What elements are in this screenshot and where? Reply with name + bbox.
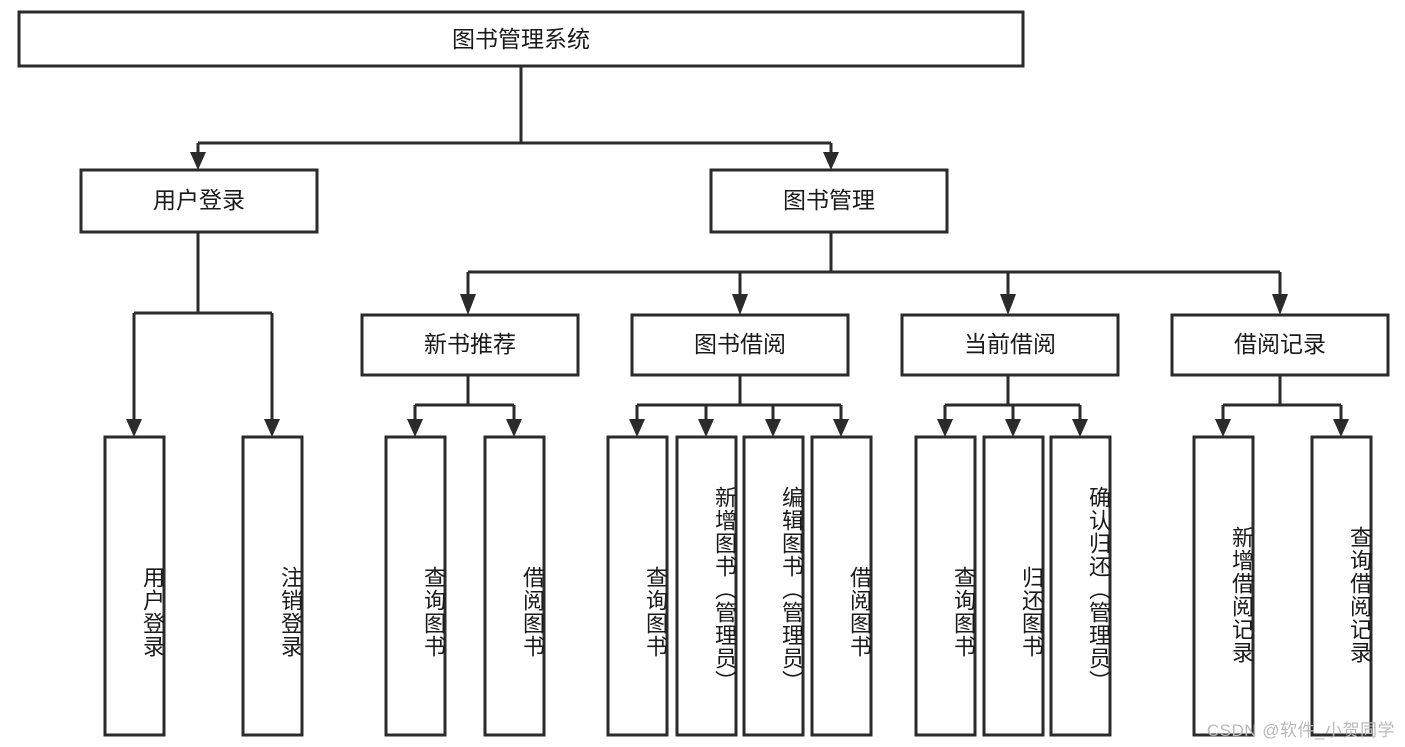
node-root[interactable] [17, 10, 1025, 68]
node-current-borrow[interactable] [900, 313, 1120, 377]
arrow-to-leaf-confirm-return [1072, 419, 1088, 437]
arrow-to-leaf-borrow-book-2 [833, 419, 849, 437]
node-leaf-confirm-return[interactable] [1049, 435, 1112, 737]
arrow-to-leaf-query-book-3 [937, 419, 953, 437]
arrow-to-leaf-edit-book [765, 419, 781, 437]
arrow-to-leaf-query-book-1 [407, 419, 423, 437]
node-book-manage[interactable] [709, 168, 949, 234]
node-leaf-add-record[interactable] [1192, 435, 1255, 737]
arrow-to-borrow-record [1272, 294, 1288, 315]
node-leaf-add-book[interactable] [675, 435, 738, 737]
node-leaf-query-book-1[interactable] [384, 435, 447, 737]
label-root: 图书管理系统 [452, 26, 590, 52]
node-leaf-query-book-3[interactable] [914, 435, 977, 737]
connector-layer [126, 66, 1349, 437]
watermark-text: CSDN @软件_小贺同学 [1206, 721, 1395, 740]
arrow-to-leaf-add-book [698, 419, 714, 437]
arrow-to-leaf-logout [264, 419, 280, 437]
arrow-to-user-login [190, 152, 206, 170]
arrow-to-current-borrow [1000, 294, 1016, 315]
arrow-to-book-borrow [732, 294, 748, 315]
node-leaf-return-book[interactable] [982, 435, 1045, 737]
node-leaf-query-book-2[interactable] [606, 435, 669, 737]
node-leaf-edit-book[interactable] [742, 435, 805, 737]
arrow-to-book-manage [823, 152, 839, 170]
node-borrow-record[interactable] [1170, 313, 1390, 377]
label-current-borrow: 当前借阅 [964, 331, 1056, 357]
node-new-book-recommend[interactable] [360, 313, 580, 377]
node-user-login[interactable] [79, 168, 319, 234]
label-book-manage: 图书管理 [783, 187, 875, 213]
node-layer [17, 10, 1390, 737]
label-layer: 图书管理系统 用户登录 图书管理 新书推荐 图书借阅 当前借阅 借阅记录 [153, 26, 1326, 357]
node-leaf-user-login[interactable] [103, 435, 166, 737]
node-leaf-logout[interactable] [241, 435, 304, 737]
arrow-to-leaf-query-book-2 [629, 419, 645, 437]
node-book-borrow[interactable] [630, 313, 850, 377]
arrow-to-leaf-query-record [1333, 419, 1349, 437]
node-leaf-query-record[interactable] [1310, 435, 1373, 737]
arrow-to-new-book-recommend [460, 294, 476, 315]
label-book-borrow: 图书借阅 [694, 331, 786, 357]
arrow-to-leaf-borrow-book-1 [506, 419, 522, 437]
node-leaf-borrow-book-2[interactable] [810, 435, 873, 737]
label-user-login: 用户登录 [153, 187, 245, 213]
arrow-to-leaf-return-book [1005, 419, 1021, 437]
label-borrow-record: 借阅记录 [1234, 331, 1326, 357]
node-leaf-borrow-book-1[interactable] [483, 435, 546, 737]
arrow-to-leaf-user-login [126, 419, 142, 437]
arrow-to-leaf-add-record [1215, 419, 1231, 437]
label-new-book-recommend: 新书推荐 [424, 331, 516, 357]
